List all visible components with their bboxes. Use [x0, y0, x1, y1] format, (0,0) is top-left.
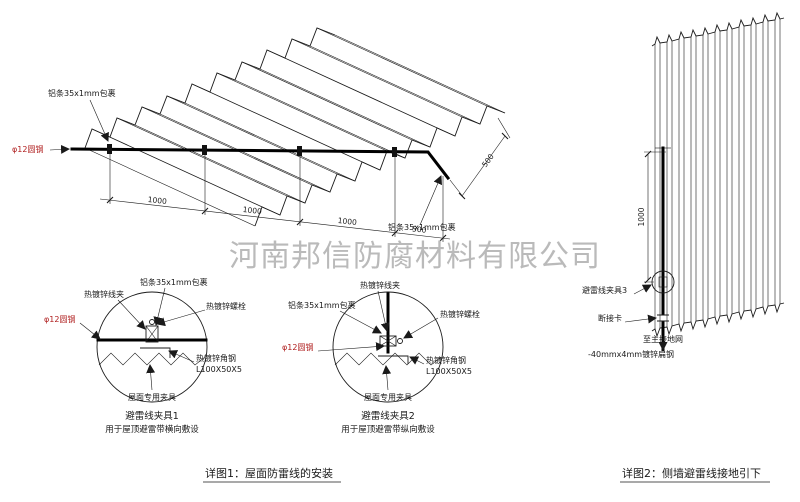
roof-dimension-chain: 1000 1000 1000 500	[99, 154, 451, 242]
detail2-label-roof-clamp: 屋面专用夹具	[364, 392, 412, 402]
dim-1000-b: 1000	[242, 205, 262, 216]
detail2-circle	[332, 291, 444, 403]
detail2-label-bolt: 热镀锌螺栓	[440, 309, 480, 319]
leader-strip-top	[89, 99, 109, 142]
dim-500-a: 500	[412, 224, 427, 235]
leader-clamp3	[633, 284, 652, 295]
caption-detail1: 详图1：屋面防雷线的安装	[203, 466, 341, 483]
dim-500-side: 500	[480, 152, 496, 169]
detail1-label-strip: 铝条35x1mm包裹	[140, 277, 208, 287]
label-disconnect: 断接卡	[598, 313, 622, 323]
detail1-clamp-plate	[145, 325, 159, 343]
label-clamp3: 避雷线夹具3	[582, 285, 627, 295]
dim-1000-a: 1000	[147, 195, 167, 206]
detail1-angle-steel	[140, 347, 171, 358]
detail2-label-strip: 铝条35x1mm包裹	[288, 300, 356, 310]
detail2-roof-profile	[334, 352, 442, 366]
detail2-angle-steel	[378, 355, 409, 364]
roof-ridge-lines	[84, 27, 506, 227]
leader-round-steel-main	[49, 144, 70, 154]
label-flat-steel: -40mmx4mm镀锌扁钢	[588, 349, 674, 359]
detail2-leader-round-steel	[317, 342, 385, 352]
wall-elevation-view: 1000 避雷线夹具3 断接卡 至主接地网 -40mmx4mm镀锌扁钢	[582, 11, 785, 359]
label-strip-right: 铝条35x1mm包裹	[388, 222, 456, 232]
detail2-subtitle: 用于屋顶避雷带纵向敷设	[341, 424, 435, 435]
detail-circle-2: 铝条35x1mm包裹 热镀锌线夹 热镀锌螺栓 φ12圆钢 热镀锌角钢 L100X…	[282, 280, 480, 435]
roof-isometric-view: 1000 1000 1000 500 500 铝条35x1mm包裹 φ12圆钢 …	[12, 27, 511, 242]
leader-disconnect	[624, 314, 657, 324]
wall-bottom-profile	[651, 302, 785, 338]
wire-clamp-3	[297, 146, 302, 156]
caption-detail2-text: 详图2：侧墙避雷线接地引下	[622, 466, 761, 480]
leader-strip-right	[419, 175, 442, 226]
detail-circle-1: 铝条35x1mm包裹 热镀锌线夹 热镀锌螺栓 φ12圆钢 热镀锌角钢 L100X…	[44, 277, 246, 435]
wall-dim-1000: 1000	[637, 207, 646, 226]
label-to-ground: 至主接地网	[643, 334, 683, 344]
detail1-leader-bolt	[156, 309, 206, 327]
detail1-label-round-steel: φ12圆钢	[44, 314, 75, 324]
detail1-label-roof-clamp: 屋面专用夹具	[128, 392, 176, 402]
dim-1000-c: 1000	[337, 216, 357, 227]
detail1-leader-wire-clamp	[117, 299, 146, 330]
detail2-leader-bolt	[403, 317, 439, 339]
detail1-circle	[96, 291, 208, 403]
label-round-steel-main: φ12圆钢	[12, 144, 43, 154]
detail1-label-angle-steel: 热镀锌角钢	[196, 353, 236, 363]
detail2-leader-strip	[339, 310, 382, 334]
label-strip-top: 铝条35x1mm包裹	[48, 88, 116, 98]
detail2-label-angle-spec: L100X50X5	[426, 367, 472, 376]
detail1-subtitle: 用于屋顶避雷带横向敷设	[105, 424, 199, 435]
wall-clamp-plate	[658, 276, 668, 288]
detail2-label-wire-clamp: 热镀锌线夹	[360, 280, 400, 290]
detail1-label-bolt: 热镀锌螺栓	[206, 301, 246, 311]
wire-clamp-4	[392, 147, 397, 157]
detail1-leader-round-steel	[79, 322, 101, 340]
detail1-roof-profile	[98, 352, 206, 366]
detail2-clamp-plate	[379, 335, 397, 347]
detail1-leader-strip	[153, 287, 166, 326]
detail1-label-angle-spec: L100X50X5	[196, 365, 242, 374]
lightning-wire	[70, 147, 451, 181]
detail2-label-round-steel: φ12圆钢	[282, 342, 313, 352]
wire-clamp-1	[107, 144, 112, 154]
detail2-leader-angle-steel	[409, 356, 425, 365]
detail1-leader-angle-steel	[168, 350, 195, 363]
wall-ribs	[654, 19, 781, 329]
detail2-label-angle-steel: 热镀锌角钢	[426, 355, 466, 365]
detail1-title: 避雷线夹具1	[125, 410, 179, 422]
detail2-bolt	[397, 338, 403, 344]
wire-clamps	[107, 144, 397, 157]
wall-top-profile	[651, 11, 785, 47]
detail1-bolt	[149, 319, 155, 325]
disconnect-link-symbol	[657, 314, 669, 322]
detail1-clamp-hatch	[145, 325, 159, 343]
caption-detail2: 详图2：侧墙避雷线接地引下	[620, 466, 770, 483]
detail1-label-wire-clamp: 热镀锌线夹	[84, 289, 124, 299]
detail2-leader-roof-clamp	[382, 365, 392, 391]
detail2-title: 避雷线夹具2	[361, 410, 415, 422]
roof-side-dimension: 500	[449, 117, 511, 200]
detail2-leader-wire-clamp	[377, 290, 390, 332]
caption-detail1-text: 详图1：屋面防雷线的安装	[205, 466, 333, 480]
wall-dimension: 1000	[637, 150, 666, 284]
wire-clamp-2	[202, 145, 207, 155]
company-watermark: 河南邦信防腐材料有限公司	[229, 239, 601, 274]
detail1-leader-roof-clamp	[146, 364, 156, 391]
roof-corrugation-profile-back	[84, 27, 336, 149]
